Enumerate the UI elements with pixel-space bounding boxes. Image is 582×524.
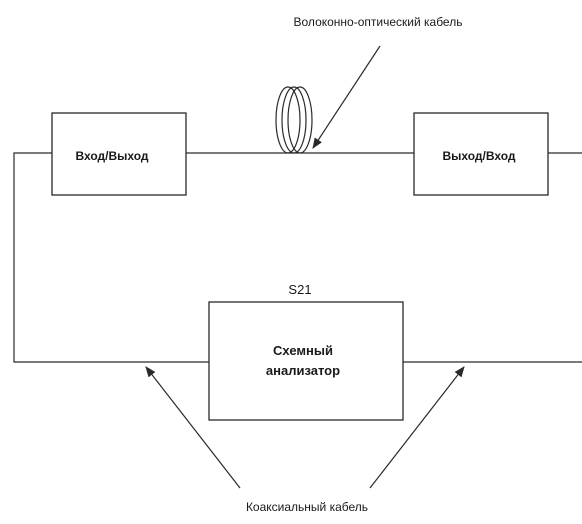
analyzer-label-line1: Схемный [273, 343, 333, 358]
coax-arrow-left [145, 366, 241, 489]
fiber-cable-arrow [312, 45, 381, 149]
fiber-cable-label: Волоконно-оптический кабель [294, 15, 463, 29]
fiber-coil-icon [275, 86, 313, 154]
network-analyzer-box [208, 301, 404, 421]
io-box-right [413, 112, 549, 196]
io-box-left-label: Вход/Выход [75, 149, 148, 163]
coax-arrow-right [369, 366, 465, 489]
coax-cable-label: Коаксиальный кабель [246, 500, 368, 514]
coax-wire-left [13, 152, 209, 363]
analyzer-label-line2: анализатор [266, 363, 340, 378]
io-box-right-label: Выход/Вход [442, 149, 515, 163]
io-box-left [51, 112, 187, 196]
s21-label: S21 [288, 282, 311, 297]
